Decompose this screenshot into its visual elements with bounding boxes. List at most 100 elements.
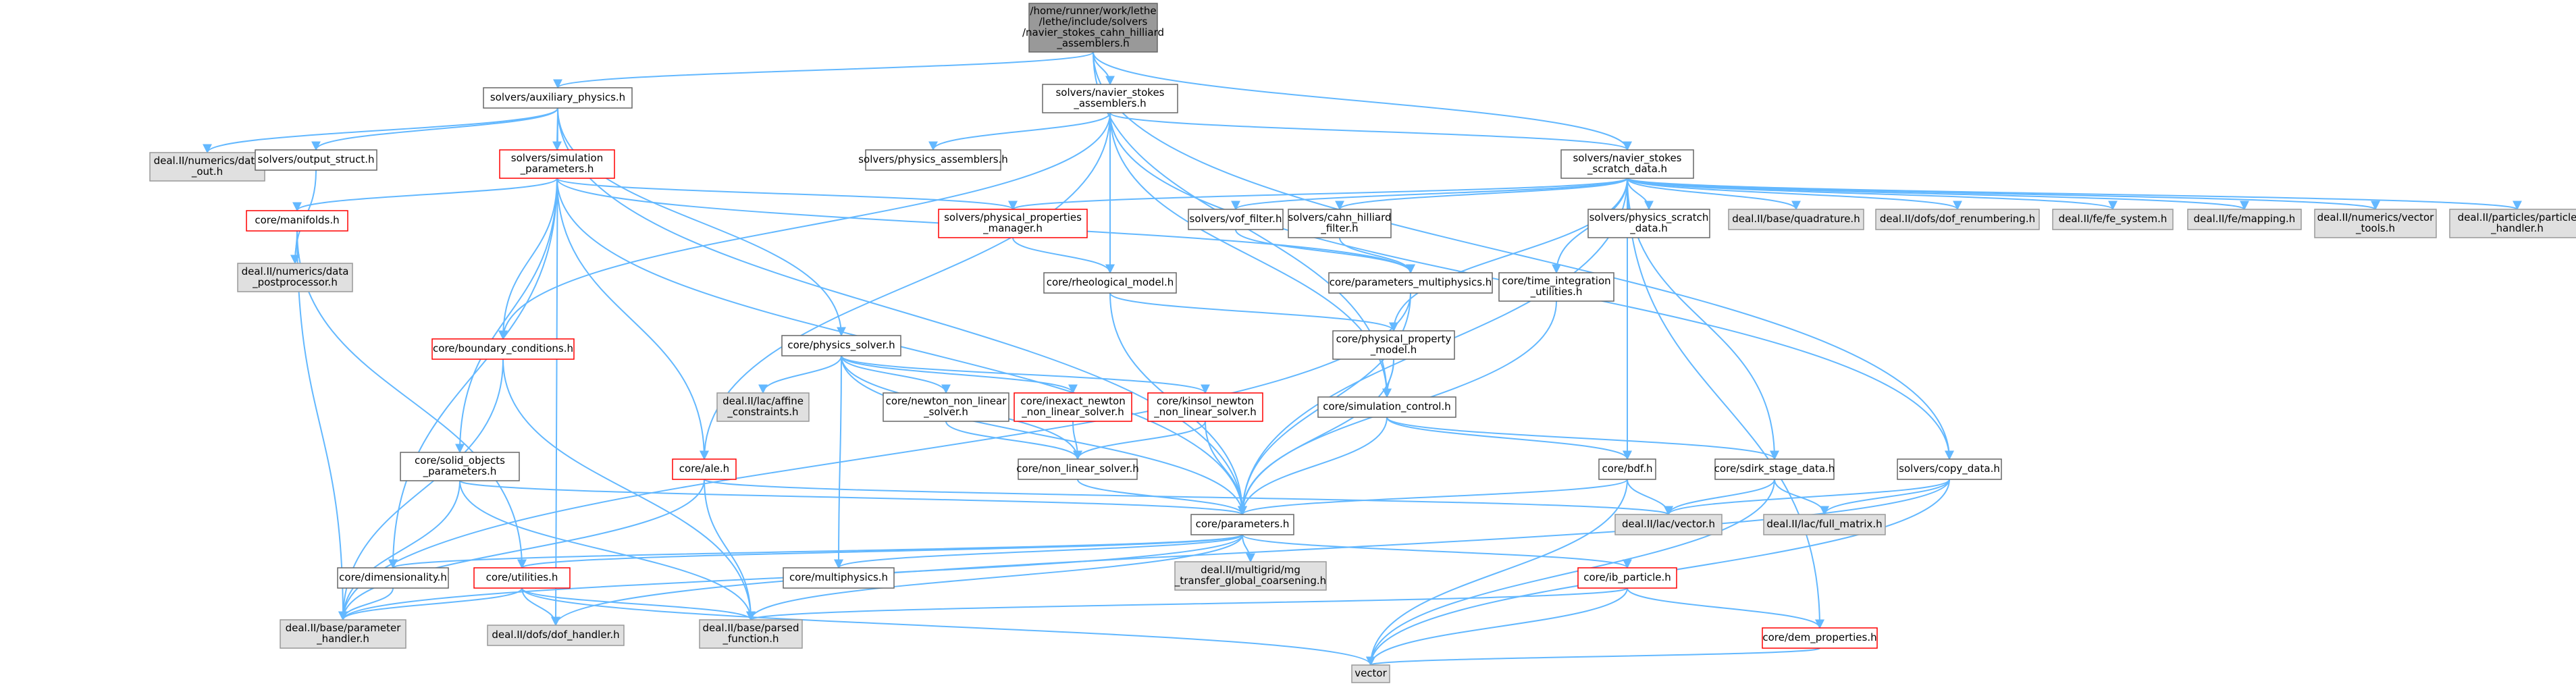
node-label: core/sdirk_stage_data.h	[1714, 462, 1835, 475]
node-label: deal.II/particles/particle	[2458, 211, 2576, 223]
node-inexact-newton[interactable]: core/inexact_newton_non_linear_solver.h	[1014, 392, 1132, 422]
node-label: core/physical_property	[1336, 333, 1452, 346]
node-physical-property-model[interactable]: core/physical_property_model.h	[1332, 330, 1455, 360]
node-physics-assemblers[interactable]: solvers/physics_assemblers.h	[858, 149, 1008, 171]
node-label: deal.II/base/parsed	[702, 622, 799, 634]
edge-ib_particle-to-vector	[1366, 587, 1628, 666]
node-label: _constraints.h	[727, 406, 798, 419]
node-dof-renumbering[interactable]: deal.II/dofs/dof_renumbering.h	[1875, 209, 2040, 230]
node-box	[1014, 392, 1132, 422]
node-output-struct[interactable]: solvers/output_struct.h	[255, 149, 377, 171]
node-label: deal.II/fe/fe_system.h	[2059, 213, 2167, 226]
edge-ale-to-param_handler	[338, 479, 705, 621]
node-label: core/parameters.h	[1196, 518, 1290, 530]
node-label: core/ib_particle.h	[1583, 571, 1671, 584]
node-boundary-conditions[interactable]: core/boundary_conditions.h	[431, 338, 575, 360]
edge-parameters-to-multiphysics	[834, 534, 1243, 569]
node-data-out[interactable]: deal.II/numerics/data_out.h	[149, 152, 265, 182]
node-particle-handler[interactable]: deal.II/particles/particle_handler.h	[2449, 209, 2576, 238]
node-sdirk[interactable]: core/sdirk_stage_data.h	[1714, 458, 1835, 480]
edge-ch_filter-to-params_multiphysics	[1339, 237, 1415, 274]
node-affine-constraints[interactable]: deal.II/lac/affine_constraints.h	[716, 392, 810, 422]
edge-rheological-to-physical_property_model	[1109, 292, 1398, 332]
node-vector[interactable]: vector	[1351, 664, 1390, 683]
node-label: solvers/vof_filter.h	[1190, 213, 1282, 226]
edge-bdf-to-parameters	[1238, 479, 1628, 516]
node-label: deal.II/base/parameter	[286, 622, 402, 634]
node-lac-vector[interactable]: deal.II/lac/vector.h	[1614, 514, 1723, 535]
node-box	[1560, 149, 1694, 179]
node-bdf[interactable]: core/bdf.h	[1598, 458, 1656, 480]
node-label: _parameters.h	[423, 465, 497, 478]
node-multiphysics[interactable]: core/multiphysics.h	[783, 567, 895, 589]
edge-solid_objects-to-parsed_function	[459, 480, 756, 621]
node-label: _data.h	[1629, 222, 1668, 235]
node-label: solvers/physics_assemblers.h	[858, 153, 1008, 166]
node-copy-data[interactable]: solvers/copy_data.h	[1897, 458, 2002, 480]
edge-ale-to-lac_vector	[704, 479, 1673, 516]
node-dem-properties[interactable]: core/dem_properties.h	[1762, 627, 1878, 649]
node-mapping[interactable]: deal.II/fe/mapping.h	[2187, 209, 2302, 230]
node-vector-tools[interactable]: deal.II/numerics/vector_tools.h	[2314, 209, 2437, 238]
edge-copy_data-to-dof_handler	[551, 479, 1950, 627]
node-aux-physics[interactable]: solvers/auxiliary_physics.h	[483, 87, 633, 109]
edge-parameters-to-parsed_function	[746, 534, 1243, 621]
edge-parameters-to-utilities	[517, 534, 1243, 569]
node-box	[1332, 330, 1455, 360]
edge-aux_physics-to-data_out	[203, 107, 558, 154]
node-label: deal.II/numerics/data	[154, 155, 261, 167]
node-parameters[interactable]: core/parameters.h	[1190, 514, 1294, 535]
node-utilities[interactable]: core/utilities.h	[473, 567, 571, 589]
node-newton-solver[interactable]: core/newton_non_linear_solver.h	[883, 392, 1009, 422]
node-box	[2052, 209, 2174, 230]
node-mg-transfer[interactable]: deal.II/multigrid/mg_transfer_global_coa…	[1174, 561, 1327, 591]
node-physics-scratch[interactable]: solvers/physics_scratch_data.h	[1587, 209, 1710, 238]
node-data-postprocessor[interactable]: deal.II/numerics/data_postprocessor.h	[237, 263, 353, 292]
node-physics-solver[interactable]: core/physics_solver.h	[781, 335, 901, 356]
node-param-handler[interactable]: deal.II/base/parameter_handler.h	[280, 619, 406, 649]
node-time-integration[interactable]: core/time_integration_utilities.h	[1498, 272, 1614, 302]
edge-sim_params-to-phys_prop_manager	[556, 178, 1018, 211]
node-quadrature[interactable]: deal.II/base/quadrature.h	[1728, 209, 1864, 230]
node-label: core/manifolds.h	[255, 214, 339, 226]
edge-utilities-to-param_handler	[338, 587, 523, 621]
edge-aux_physics-to-physics_solver	[557, 107, 846, 337]
node-dof-handler[interactable]: deal.II/dofs/dof_handler.h	[487, 625, 625, 646]
node-phys-prop-manager[interactable]: solvers/physical_properties_manager.h	[938, 209, 1088, 238]
edge-parameters-to-mg_transfer	[1242, 534, 1255, 563]
node-params-multiphysics[interactable]: core/parameters_multiphysics.h	[1328, 272, 1493, 294]
node-label: _handler.h	[2490, 222, 2544, 235]
edge-physics_solver-to-newton_solver	[841, 355, 951, 394]
edge-copy_data-to-full_matrix	[1820, 479, 1950, 516]
node-box	[1147, 392, 1263, 422]
node-box	[1028, 3, 1158, 53]
node-box	[487, 625, 625, 646]
edge-solid_objects-to-parameters	[459, 480, 1247, 516]
node-label: core/rheological_model.h	[1047, 276, 1174, 289]
node-label: core/solid_objects	[415, 454, 505, 467]
node-box	[1328, 272, 1493, 294]
node-sim-params[interactable]: solvers/simulation_parameters.h	[499, 149, 615, 179]
node-solid-objects[interactable]: core/solid_objects_parameters.h	[400, 452, 520, 481]
node-ib-particle[interactable]: core/ib_particle.h	[1577, 567, 1677, 589]
node-simulation-control[interactable]: core/simulation_control.h	[1317, 396, 1456, 418]
node-label: core/parameters_multiphysics.h	[1330, 276, 1492, 289]
node-manifolds[interactable]: core/manifolds.h	[246, 210, 348, 232]
node-kinsol-newton[interactable]: core/kinsol_newton_non_linear_solver.h	[1147, 392, 1263, 422]
node-fe-system[interactable]: deal.II/fe/fe_system.h	[2052, 209, 2174, 230]
node-parsed-function[interactable]: deal.II/base/parsed_function.h	[699, 619, 803, 649]
node-label: deal.II/lac/vector.h	[1622, 518, 1715, 530]
node-rheological[interactable]: core/rheological_model.h	[1043, 272, 1177, 294]
node-full-matrix[interactable]: deal.II/lac/full_matrix.h	[1763, 514, 1886, 535]
node-label: core/dem_properties.h	[1762, 631, 1876, 644]
node-box	[783, 567, 895, 589]
edge-physics_solver-to-kinsol_newton	[841, 355, 1210, 394]
node-ch-filter[interactable]: solvers/cahn_hilliard_filter.h	[1288, 209, 1392, 238]
node-ale[interactable]: core/ale.h	[672, 458, 737, 480]
node-ns-assemblers[interactable]: solvers/navier_stokes_assemblers.h	[1042, 84, 1178, 113]
node-ns-scratch[interactable]: solvers/navier_stokes_scratch_data.h	[1560, 149, 1694, 179]
node-vof-filter[interactable]: solvers/vof_filter.h	[1188, 209, 1284, 230]
node-non-linear-solver[interactable]: core/non_linear_solver.h	[1016, 458, 1139, 480]
node-box	[781, 335, 901, 356]
node-dimensionality[interactable]: core/dimensionality.h	[337, 567, 449, 589]
